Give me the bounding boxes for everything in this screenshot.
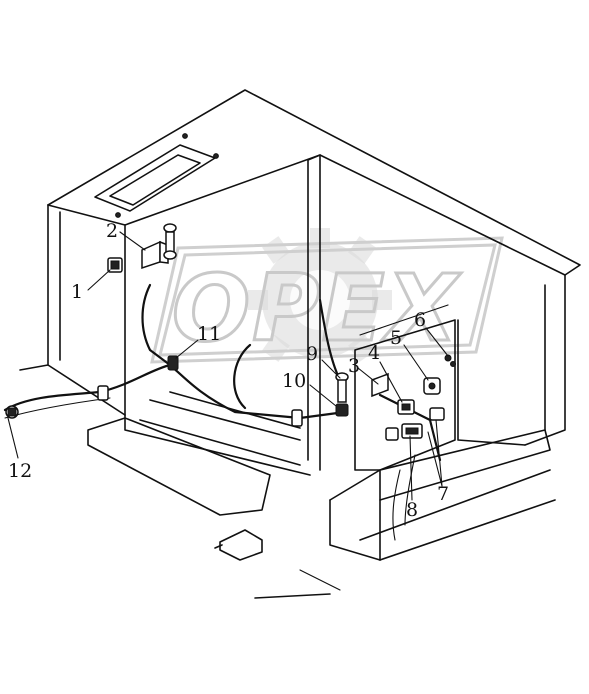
callout-6: 6 bbox=[414, 309, 426, 331]
part-4-relay bbox=[397, 399, 415, 415]
callout-4: 4 bbox=[368, 342, 380, 364]
watermark-frame-outer bbox=[150, 236, 504, 364]
part-7-sockets bbox=[385, 407, 445, 441]
callout-labels: 1 2 3 4 5 6 7 8 9 10 11 12 bbox=[8, 220, 449, 521]
leader-7 bbox=[427, 419, 443, 487]
callout-9: 9 bbox=[306, 343, 318, 365]
leader-1 bbox=[87, 269, 111, 291]
part-3-bracket bbox=[371, 372, 389, 398]
part-10-clamp bbox=[335, 403, 349, 417]
leader-10 bbox=[309, 384, 337, 407]
part-9-bolt bbox=[335, 372, 349, 403]
parts bbox=[5, 223, 456, 441]
leader-5 bbox=[403, 344, 429, 381]
part-hose-joint bbox=[97, 385, 303, 427]
callout-2: 2 bbox=[106, 220, 118, 242]
leader-11 bbox=[175, 339, 199, 359]
watermark-text: OPEX bbox=[172, 255, 461, 362]
leader-6 bbox=[425, 327, 449, 357]
part-8-module bbox=[401, 423, 423, 439]
part-6-screws bbox=[444, 354, 456, 367]
leader-4 bbox=[379, 361, 403, 403]
callout-3: 3 bbox=[348, 355, 360, 377]
callout-7: 7 bbox=[437, 483, 449, 505]
part-bolt-top bbox=[163, 223, 177, 260]
leader-9 bbox=[321, 359, 341, 379]
part-12-plug bbox=[5, 405, 19, 419]
leader-8 bbox=[409, 435, 413, 501]
leader-2 bbox=[119, 231, 146, 251]
callout-5: 5 bbox=[390, 327, 402, 349]
part-1-switch bbox=[107, 257, 123, 273]
callout-8: 8 bbox=[406, 499, 418, 521]
leader-lines bbox=[7, 231, 449, 501]
callout-10: 10 bbox=[282, 370, 306, 392]
leader-12 bbox=[7, 417, 19, 459]
callout-1: 1 bbox=[71, 281, 83, 303]
part-11-connector bbox=[167, 355, 179, 371]
callout-12: 12 bbox=[8, 460, 32, 482]
leader-3 bbox=[357, 367, 379, 385]
callout-11: 11 bbox=[197, 323, 221, 345]
watermark-frame bbox=[158, 243, 497, 357]
part-5-relay bbox=[423, 377, 441, 395]
